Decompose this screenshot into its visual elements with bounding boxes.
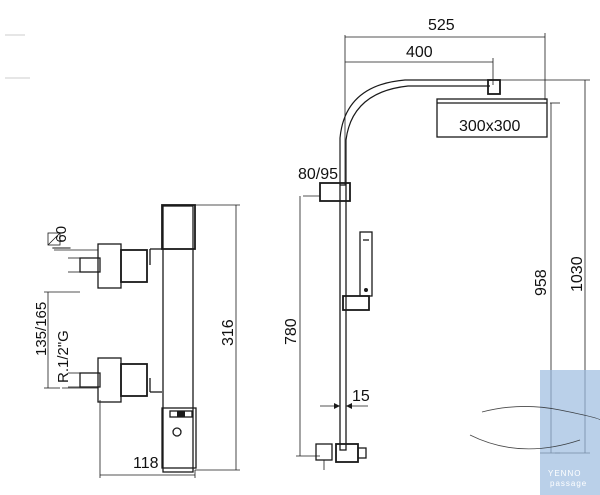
mixer-body	[162, 205, 194, 473]
hand-shower	[359, 231, 373, 297]
top-holder	[319, 182, 351, 202]
mixer-upper-cap	[161, 204, 196, 250]
label-height-total: 1030	[569, 256, 586, 292]
watermark-block	[540, 370, 600, 495]
label-holder: 80/95	[298, 166, 338, 183]
label-width-overall: 525	[428, 17, 455, 34]
lower-connector	[120, 363, 148, 397]
label-height-head: 958	[533, 269, 550, 296]
faint-marks	[5, 34, 30, 79]
label-mixer-height: 316	[220, 319, 237, 346]
watermark: YENNO passage	[469, 370, 600, 495]
bottom-outlet	[335, 443, 359, 463]
label-centres: 135/165	[33, 302, 50, 356]
label-arm-length: 400	[406, 44, 433, 61]
label-mixer-depth: 118	[133, 455, 159, 472]
watermark-brand: YENNO	[548, 469, 581, 478]
watermark-sub: passage	[550, 479, 587, 488]
label-head-size: 300x300	[459, 118, 520, 135]
labels: 525 400 300x300 80/95 15 118 958 1030 78…	[33, 17, 586, 472]
mixer-lower-control	[161, 407, 197, 469]
upper-connector	[120, 249, 148, 283]
label-rail-offset: 15	[352, 388, 370, 405]
shower-arm	[339, 79, 492, 185]
label-inlet: R.1/2"G	[55, 330, 72, 383]
label-rail-height: 780	[283, 318, 300, 345]
shower-column-drawing	[296, 33, 590, 470]
shower-rail	[339, 184, 347, 451]
label-flange: │60	[52, 226, 71, 252]
shower-head	[436, 98, 548, 138]
mixer-drawing	[44, 204, 240, 478]
